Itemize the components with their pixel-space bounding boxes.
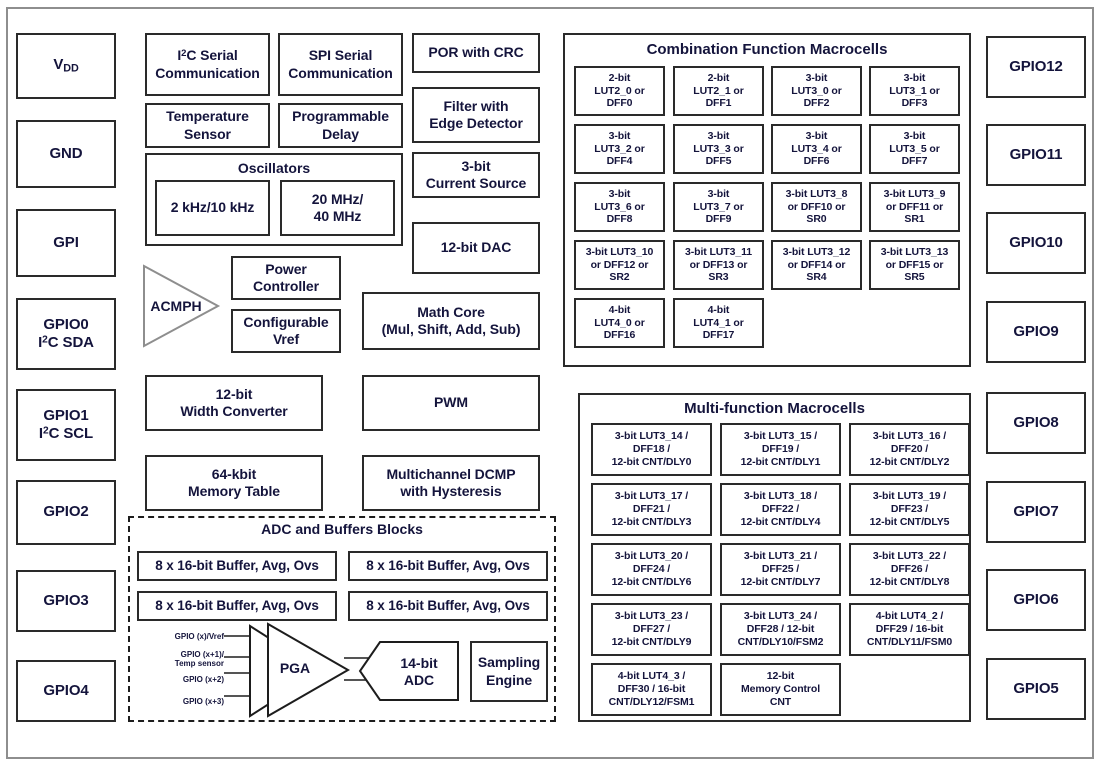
multifunction-macrocells-title: Multi-function Macrocells: [684, 400, 865, 417]
macrocell-multi-5[interactable]: 3-bit LUT3_19 / DFF23 / 12-bit CNT/DLY5: [849, 483, 970, 536]
macrocell-multi-10[interactable]: 3-bit LUT3_24 / DFF28 / 12-bit CNT/DLY10…: [720, 603, 841, 656]
pin-gpio5[interactable]: GPIO5: [986, 658, 1086, 720]
pga-amplifier-shape[interactable]: [264, 620, 356, 720]
macrocell-comb-0[interactable]: 2-bit LUT2_0 or DFF0: [574, 66, 665, 116]
block-64kbit-memory-table[interactable]: 64-kbit Memory Table: [145, 455, 323, 511]
macrocell-comb-11[interactable]: 3-bit LUT3_9 or DFF11 or SR1: [869, 182, 960, 232]
block-temperature-sensor[interactable]: Temperature Sensor: [145, 103, 270, 148]
block-buffer-1[interactable]: 8 x 16-bit Buffer, Avg, Ovs: [137, 551, 337, 581]
macrocell-comb-9[interactable]: 3-bit LUT3_7 or DFF9: [673, 182, 764, 232]
pin-gpio8[interactable]: GPIO8: [986, 392, 1086, 454]
pin-vdd[interactable]: VDD: [16, 33, 116, 99]
pin-gpi[interactable]: GPI: [16, 209, 116, 277]
pin-gpio12[interactable]: GPIO12: [986, 36, 1086, 98]
block-3bit-current-source[interactable]: 3-bit Current Source: [412, 152, 540, 198]
macrocell-comb-6[interactable]: 3-bit LUT3_4 or DFF6: [771, 124, 862, 174]
pin-gpio10[interactable]: GPIO10: [986, 212, 1086, 274]
macrocell-multi-7[interactable]: 3-bit LUT3_21 / DFF25 / 12-bit CNT/DLY7: [720, 543, 841, 596]
macrocell-comb-1[interactable]: 2-bit LUT2_1 or DFF1: [673, 66, 764, 116]
macrocell-multi-3[interactable]: 3-bit LUT3_17 / DFF21 / 12-bit CNT/DLY3: [591, 483, 712, 536]
block-programmable-delay[interactable]: Programmable Delay: [278, 103, 403, 148]
macrocell-multi-4[interactable]: 3-bit LUT3_18 / DFF22 / 12-bit CNT/DLY4: [720, 483, 841, 536]
block-power-controller[interactable]: Power Controller: [231, 256, 341, 300]
pin-gpio4[interactable]: GPIO4: [16, 660, 116, 722]
block-12bit-width-converter[interactable]: 12-bit Width Converter: [145, 375, 323, 431]
pin-gpio11[interactable]: GPIO11: [986, 124, 1086, 186]
macrocell-comb-4[interactable]: 3-bit LUT3_2 or DFF4: [574, 124, 665, 174]
macrocell-multi-2[interactable]: 3-bit LUT3_16 / DFF20 / 12-bit CNT/DLY2: [849, 423, 970, 476]
macrocell-multi-0[interactable]: 3-bit LUT3_14 / DFF18 / 12-bit CNT/DLY0: [591, 423, 712, 476]
block-spi-serial-communication[interactable]: SPI Serial Communication: [278, 33, 403, 96]
block-filter-with-edge-detector[interactable]: Filter with Edge Detector: [412, 87, 540, 143]
macrocell-multi-13[interactable]: 12-bit Memory Control CNT: [720, 663, 841, 716]
analog-mux-shape[interactable]: [224, 624, 334, 720]
macrocell-comb-12[interactable]: 3-bit LUT3_10 or DFF12 or SR2: [574, 240, 665, 290]
pin-gnd[interactable]: GND: [16, 120, 116, 188]
macrocell-multi-11[interactable]: 4-bit LUT4_2 / DFF29 / 16-bit CNT/DLY11/…: [849, 603, 970, 656]
pin-gpio3[interactable]: GPIO3: [16, 570, 116, 632]
macrocell-comb-8[interactable]: 3-bit LUT3_6 or DFF8: [574, 182, 665, 232]
block-buffer-4[interactable]: 8 x 16-bit Buffer, Avg, Ovs: [348, 591, 548, 621]
block-configurable-vref[interactable]: Configurable Vref: [231, 309, 341, 353]
block-buffer-2[interactable]: 8 x 16-bit Buffer, Avg, Ovs: [348, 551, 548, 581]
block-multichannel-dcmp[interactable]: Multichannel DCMP with Hysteresis: [362, 455, 540, 511]
acmph-comparator-shape[interactable]: [141, 263, 221, 349]
pin-gpio7[interactable]: GPIO7: [986, 481, 1086, 543]
macrocell-comb-10[interactable]: 3-bit LUT3_8 or DFF10 or SR0: [771, 182, 862, 232]
macrocell-comb-14[interactable]: 3-bit LUT3_12 or DFF14 or SR4: [771, 240, 862, 290]
pin-gpio9[interactable]: GPIO9: [986, 301, 1086, 363]
pin-gpio6[interactable]: GPIO6: [986, 569, 1086, 631]
macrocell-multi-12[interactable]: 4-bit LUT4_3 / DFF30 / 16-bit CNT/DLY12/…: [591, 663, 712, 716]
macrocell-multi-6[interactable]: 3-bit LUT3_20 / DFF24 / 12-bit CNT/DLY6: [591, 543, 712, 596]
mux-input-label-3: GPIO (x+3): [182, 697, 224, 706]
mux-input-label-2: GPIO (x+2): [182, 675, 224, 684]
pga-label: PGA: [279, 659, 311, 676]
macrocell-comb-5[interactable]: 3-bit LUT3_3 or DFF5: [673, 124, 764, 174]
macrocell-comb-2[interactable]: 3-bit LUT3_0 or DFF2: [771, 66, 862, 116]
macrocell-comb-16[interactable]: 4-bit LUT4_0 or DFF16: [574, 298, 665, 348]
block-pwm[interactable]: PWM: [362, 375, 540, 431]
group-adc-and-buffers: [128, 516, 556, 722]
macrocell-multi-1[interactable]: 3-bit LUT3_15 / DFF19 / 12-bit CNT/DLY1: [720, 423, 841, 476]
block-math-core[interactable]: Math Core (Mul, Shift, Add, Sub): [362, 292, 540, 350]
mux-input-label-1: GPIO (x+1)/ Temp sensor: [174, 650, 224, 669]
block-12bit-dac[interactable]: 12-bit DAC: [412, 222, 540, 274]
macrocell-multi-9[interactable]: 3-bit LUT3_23 / DFF27 / 12-bit CNT/DLY9: [591, 603, 712, 656]
pin-gpio2[interactable]: GPIO2: [16, 480, 116, 545]
macrocell-comb-15[interactable]: 3-bit LUT3_13 or DFF15 or SR5: [869, 240, 960, 290]
block-sampling-engine[interactable]: Sampling Engine: [470, 641, 548, 702]
block-osc-20mhz-40mhz[interactable]: 20 MHz/ 40 MHz: [280, 180, 395, 236]
oscillators-title: Oscillators: [237, 160, 311, 176]
macrocell-comb-17[interactable]: 4-bit LUT4_1 or DFF17: [673, 298, 764, 348]
block-buffer-3[interactable]: 8 x 16-bit Buffer, Avg, Ovs: [137, 591, 337, 621]
macrocell-multi-8[interactable]: 3-bit LUT3_22 / DFF26 / 12-bit CNT/DLY8: [849, 543, 970, 596]
adc-buffers-title: ADC and Buffers Blocks: [261, 521, 423, 537]
acmph-label: ACMPH: [150, 297, 202, 314]
block-por-with-crc[interactable]: POR with CRC: [412, 33, 540, 73]
combination-macrocells-title: Combination Function Macrocells: [646, 41, 888, 58]
block-osc-2khz-10khz[interactable]: 2 kHz/10 kHz: [155, 180, 270, 236]
adc-label: 14-bit ADC: [400, 655, 438, 688]
macrocell-comb-7[interactable]: 3-bit LUT3_5 or DFF7: [869, 124, 960, 174]
adc-block-shape[interactable]: [358, 640, 460, 702]
mux-input-label-0: GPIO (x)/Vref: [174, 632, 224, 641]
macrocell-comb-3[interactable]: 3-bit LUT3_1 or DFF3: [869, 66, 960, 116]
pin-vdd-label: VDD: [53, 56, 79, 75]
macrocell-comb-13[interactable]: 3-bit LUT3_11 or DFF13 or SR3: [673, 240, 764, 290]
